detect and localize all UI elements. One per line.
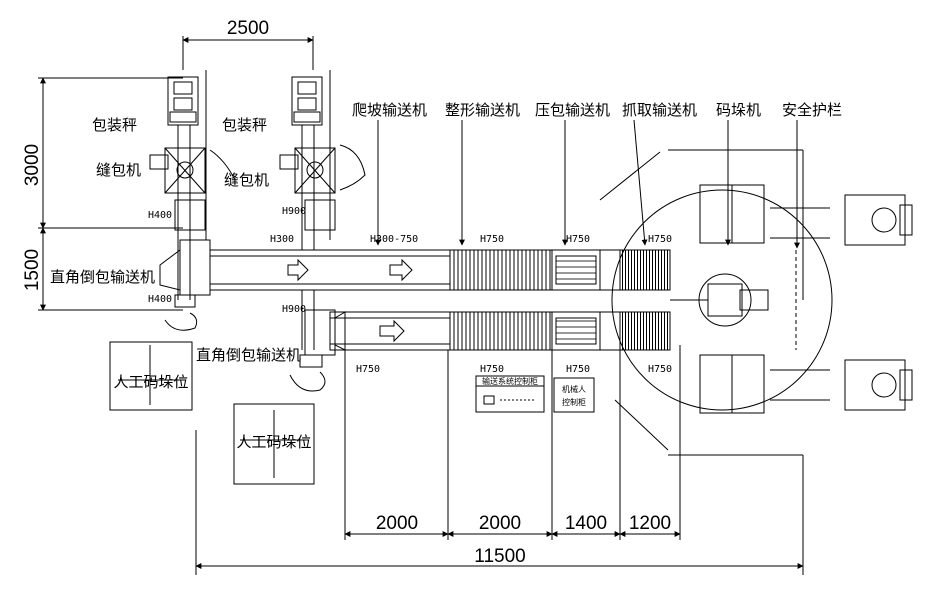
manual-station-1-label: 人工码垛位 — [113, 373, 188, 391]
turn-conveyor-left — [159, 239, 211, 331]
robot-cabinet-label-2: 控制柜 — [562, 397, 586, 407]
sewing-machine-left — [149, 147, 236, 231]
flow-arrows — [287, 258, 413, 343]
height-h900-b: H900 — [282, 304, 306, 315]
manual-station-1: 人工码垛位 — [109, 341, 193, 411]
press-conveyor-label: 压包输送机 — [535, 101, 610, 119]
height-h750-c: H750 — [648, 234, 672, 245]
bag-scale-left — [167, 70, 207, 300]
height-h750-f: H750 — [566, 364, 590, 375]
dim-left: 3000 1500 — [22, 77, 183, 311]
robot-cabinet[interactable]: 机械人 控制柜 — [553, 377, 595, 413]
height-h750-d: H750 — [356, 364, 380, 375]
dim-seg-4-text: 1200 — [629, 513, 671, 534]
bag-scale-left-label: 包装秤 — [92, 116, 137, 134]
control-cabinet-label: 输送系统控制柜 — [482, 376, 538, 386]
sewing-left-label: 缝包机 — [96, 161, 141, 179]
conveyor-line-lower — [329, 311, 671, 351]
manual-station-2-label: 人工码垛位 — [236, 433, 311, 451]
palletizer-label: 码垛机 — [716, 101, 761, 119]
forklift-lower — [770, 359, 913, 411]
labels: 包装秤 包装秤 缝包机 缝包机 爬坡输送机 整形输送机 压包输送机 抓取输送机 … — [50, 101, 842, 364]
manual-station-2: 人工码垛位 — [233, 403, 315, 485]
safety-fence — [599, 149, 804, 456]
dim-left-upper-text: 3000 — [22, 144, 43, 186]
sewing-machine-right — [279, 144, 366, 231]
dim-total-text: 11500 — [474, 546, 525, 567]
robot-cabinet-label-1: 机械人 — [562, 384, 586, 394]
dim-seg-1-text: 2000 — [376, 513, 418, 534]
height-h750-e: H750 — [480, 364, 504, 375]
turn-conveyor-2-label: 直角倒包输送机 — [196, 346, 301, 364]
grab-conveyor-label: 抓取输送机 — [622, 101, 697, 119]
height-h400-a: H400 — [148, 210, 172, 221]
dim-top-width-text: 2500 — [227, 18, 269, 39]
climb-conveyor-label: 爬坡输送机 — [352, 101, 427, 119]
dim-left-lower-text: 1500 — [22, 249, 43, 291]
dim-seg-2-text: 2000 — [479, 513, 521, 534]
dim-seg-3-text: 1400 — [565, 513, 607, 534]
height-labels: H400 H400 H900 H900 H300 H300-750 H750 H… — [148, 206, 672, 375]
height-h400-b: H400 — [148, 294, 172, 305]
forklift-upper — [770, 194, 913, 246]
height-h300: H300 — [270, 234, 294, 245]
shaping-conveyor-label: 整形输送机 — [445, 101, 520, 119]
height-h750-b: H750 — [566, 234, 590, 245]
turn-conveyor-1-label: 直角倒包输送机 — [50, 268, 155, 286]
conveyor-line-upper — [209, 249, 671, 291]
height-h300-750: H300-750 — [370, 234, 418, 245]
height-h750-a: H750 — [480, 234, 504, 245]
sewing-right-label: 缝包机 — [224, 171, 269, 189]
control-cabinet[interactable]: 输送系统控制柜 — [475, 375, 545, 413]
bag-scale-right-label: 包装秤 — [222, 116, 267, 134]
turn-conveyor-right — [289, 309, 346, 392]
height-h750-g: H750 — [648, 364, 672, 375]
height-h900-a: H900 — [282, 206, 306, 217]
dim-bottom: 2000 2000 1400 1200 11500 — [195, 340, 804, 575]
safety-fence-label: 安全护栏 — [782, 101, 842, 119]
dim-top-width: 2500 — [182, 18, 314, 70]
palletizer-robot — [611, 184, 833, 414]
